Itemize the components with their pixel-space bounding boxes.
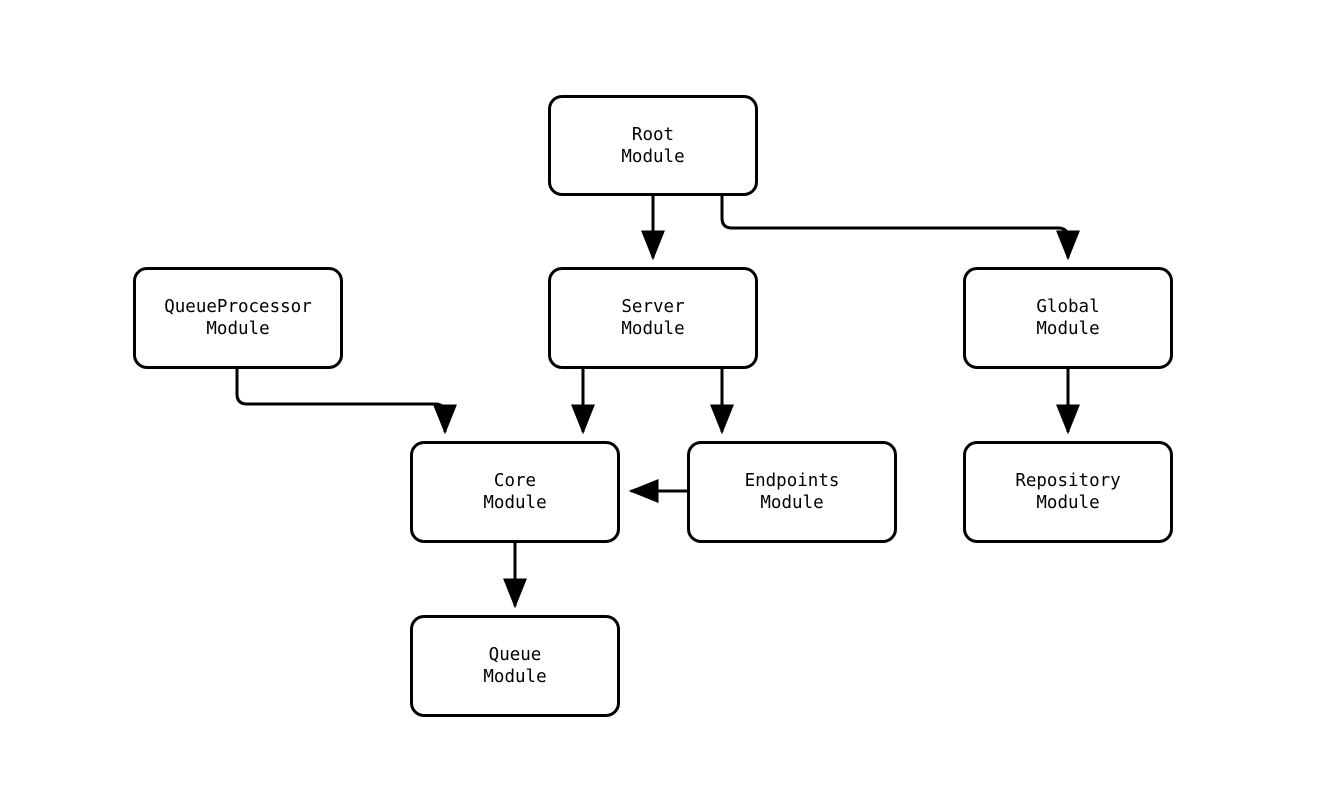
node-label-line1: Core xyxy=(493,471,537,491)
node-label-line1: Endpoints xyxy=(744,471,840,491)
node-label-line1: Server xyxy=(621,297,685,317)
node-label-line2: Module xyxy=(1036,493,1100,513)
node-label-line2: Module xyxy=(483,493,547,513)
node-label-line1: Queue xyxy=(488,645,542,665)
node-label-line1: Global xyxy=(1036,297,1100,317)
node-label-line1: Repository xyxy=(1015,471,1121,491)
node-label-line1: Root xyxy=(631,124,675,145)
node-label-line2: Module xyxy=(483,667,547,687)
edge-queueprocessor-core xyxy=(235,369,457,435)
node-label-line1: QueueProcessor xyxy=(164,297,312,317)
node-label-line2: Module xyxy=(206,319,270,339)
node-label-line2: Module xyxy=(621,319,685,339)
edge-root-global xyxy=(720,196,1080,261)
node-label-line2: Module xyxy=(760,493,824,513)
node-label-line2: Module xyxy=(621,146,685,167)
node-label-line2: Module xyxy=(1036,319,1100,339)
